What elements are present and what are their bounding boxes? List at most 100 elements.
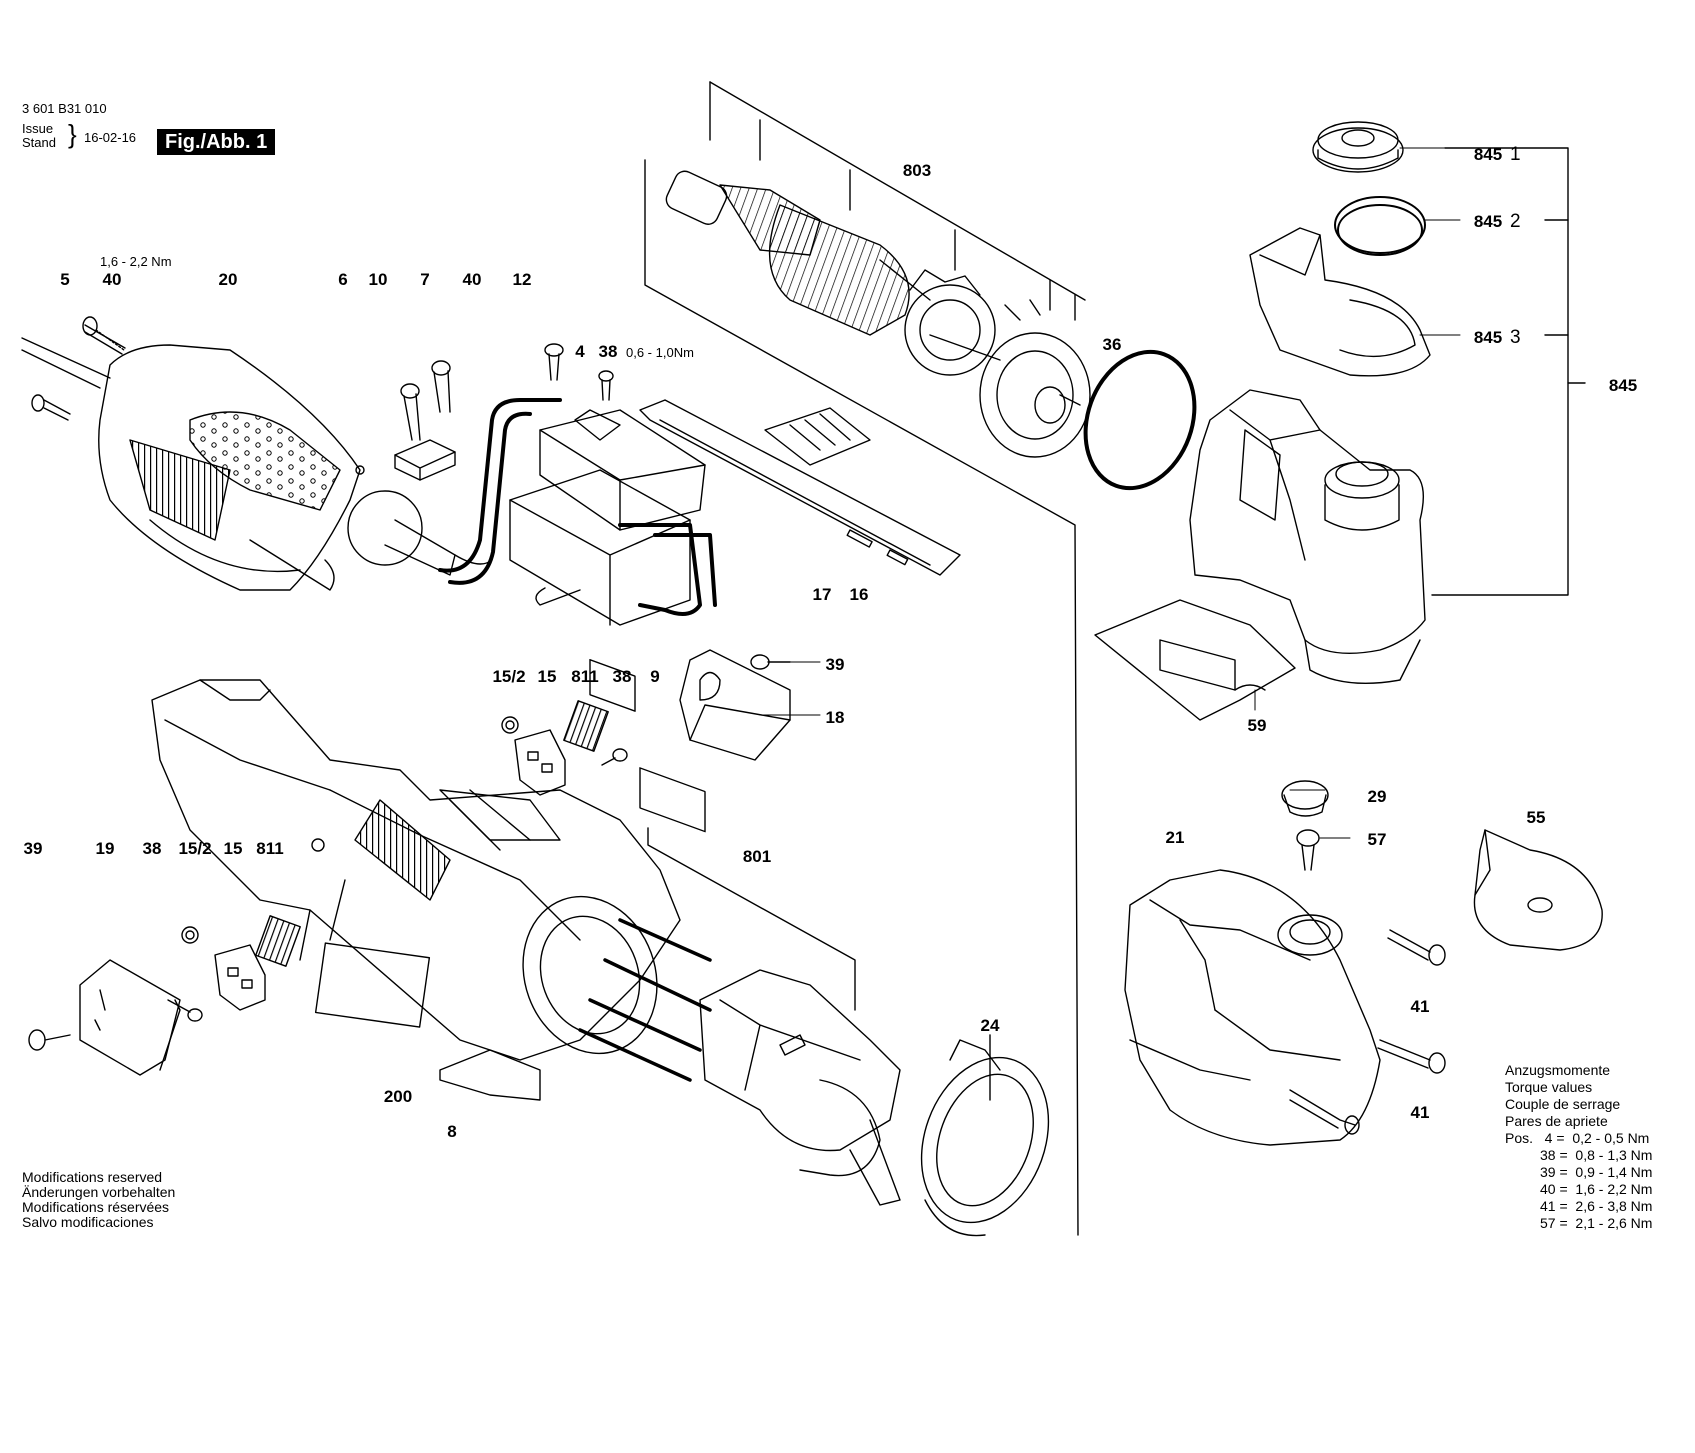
- bracket-801: [647, 827, 856, 1011]
- callout-59: 59: [1248, 716, 1267, 735]
- callout-811-b: 811: [256, 839, 283, 858]
- callout-17: 17: [813, 585, 832, 604]
- screw-38-top: [598, 370, 614, 401]
- switch-12: [509, 409, 706, 712]
- callout-9: 9: [650, 667, 659, 686]
- screw-38-low: [167, 999, 203, 1022]
- callout-36: 36: [1103, 335, 1122, 354]
- torque-row: 57 = 2,1 - 2,6 Nm: [1505, 1215, 1653, 1231]
- callout-15-2-a: 15/2: [492, 667, 525, 686]
- carbon-brush-811: [563, 700, 609, 752]
- stand-label: Stand: [22, 135, 56, 150]
- screw-39-top: [750, 654, 791, 670]
- end-shield-24: [920, 1039, 1050, 1237]
- modification-notes: Modifications reserved Änderungen vorbeh…: [22, 1170, 175, 1230]
- torque-heading: Anzugsmomente: [1505, 1062, 1611, 1078]
- callout-39-b: 39: [24, 839, 43, 858]
- callout-4: 4: [575, 342, 585, 361]
- callout-6: 6: [338, 270, 347, 289]
- torque-heading: Torque values: [1505, 1079, 1593, 1095]
- callout-5: 5: [60, 270, 69, 289]
- note-line: Änderungen vorbehalten: [22, 1184, 176, 1200]
- callout-845-2: 845: [1474, 212, 1502, 231]
- callout-18: 18: [826, 708, 845, 727]
- callout-sub-3: 3: [1510, 327, 1521, 348]
- spring-ring-845-2: [1334, 196, 1426, 256]
- callout-55: 55: [1527, 808, 1546, 827]
- field-coil-801: [699, 969, 901, 1206]
- callout-12: 12: [513, 270, 532, 289]
- callout-57: 57: [1368, 830, 1387, 849]
- screw-4: [544, 343, 564, 381]
- plate-17: [764, 407, 871, 466]
- screw-long-lower: [1289, 1089, 1360, 1135]
- issue-date: 16-02-16: [84, 130, 137, 145]
- callout-803: 803: [903, 161, 931, 180]
- figure-badge: Fig./Abb. 1: [157, 129, 276, 155]
- torque-heading: Couple de serrage: [1505, 1096, 1621, 1112]
- bracket-803: [644, 81, 1086, 1236]
- issue-label: Issue: [22, 121, 54, 136]
- bearing-plate: [979, 299, 1091, 458]
- callout-845-3: 845: [1474, 328, 1502, 347]
- callout-40-b: 40: [463, 270, 482, 289]
- label-200: [314, 942, 431, 1028]
- callout-15-a: 15: [538, 667, 557, 686]
- note-line: Modifications reserved: [22, 1169, 163, 1185]
- torque-row: 40 = 1,6 - 2,2 Nm: [1505, 1181, 1653, 1197]
- brush-spring-15-2: [501, 716, 519, 734]
- brush-cap-19: [79, 959, 181, 1076]
- callout-20: 20: [219, 270, 238, 289]
- callout-7: 7: [420, 270, 429, 289]
- screw-39-left: [28, 1029, 71, 1051]
- callout-801: 801: [743, 847, 771, 866]
- gear-head-cover-21: [1124, 869, 1381, 1146]
- bracket-845: [1431, 147, 1586, 596]
- callout-16: 16: [850, 585, 869, 604]
- callout-19: 19: [96, 839, 115, 858]
- armature-803: [665, 170, 1001, 376]
- callout-41-b: 41: [1411, 1103, 1430, 1122]
- lever-845-3: [1249, 227, 1431, 377]
- label-9: [639, 767, 706, 833]
- part-number: 3 601 B31 010: [22, 101, 107, 116]
- torque-row: 41 = 2,6 - 3,8 Nm: [1505, 1198, 1653, 1214]
- brush-holder-15: [514, 729, 566, 796]
- callout-24: 24: [981, 1016, 1000, 1035]
- brush-holder-15-low: [214, 944, 266, 1011]
- screw-57: [1296, 829, 1320, 871]
- screw-left-lower: [31, 394, 71, 421]
- spring-15-2-low: [181, 926, 199, 944]
- callout-811-a: 811: [571, 667, 598, 686]
- callout-39-a: 39: [826, 655, 845, 674]
- clamp-ring-845-1: [1312, 121, 1404, 173]
- cable-loop: [438, 398, 717, 616]
- cap-29: [1281, 780, 1329, 817]
- housing-shell-20: [21, 337, 365, 591]
- screw-7: [400, 383, 421, 441]
- label-8: [439, 1049, 541, 1101]
- torque-row: 38 = 0,8 - 1,3 Nm: [1505, 1147, 1653, 1163]
- o-ring-36: [1083, 349, 1197, 491]
- callout-38-c: 38: [143, 839, 162, 858]
- callout-38-b: 38: [613, 667, 632, 686]
- plate-59: [1094, 599, 1296, 721]
- carbon-brush-811-low: [255, 915, 301, 967]
- callout-15-2-b: 15/2: [178, 839, 211, 858]
- block-part: [394, 439, 456, 481]
- callout-sub-2: 2: [1510, 211, 1521, 232]
- callout-21: 21: [1166, 828, 1185, 847]
- torque-row: 39 = 0,9 - 1,4 Nm: [1505, 1164, 1653, 1180]
- callout-40-a: 40: [103, 270, 122, 289]
- callout-15-b: 15: [224, 839, 243, 858]
- torque-row: Pos. 4 = 0,2 - 0,5 Nm: [1505, 1130, 1650, 1146]
- leader-lines: [759, 147, 1461, 839]
- note-line: Salvo modificaciones: [22, 1214, 154, 1230]
- callout-10: 10: [369, 270, 388, 289]
- torque-table: Anzugsmomente Torque values Couple de se…: [1505, 1062, 1652, 1232]
- contact-strip-16: [639, 399, 961, 576]
- screw-41-top: [1387, 929, 1446, 966]
- issue-bracket: }: [68, 119, 77, 149]
- callout-845: 845: [1609, 376, 1637, 395]
